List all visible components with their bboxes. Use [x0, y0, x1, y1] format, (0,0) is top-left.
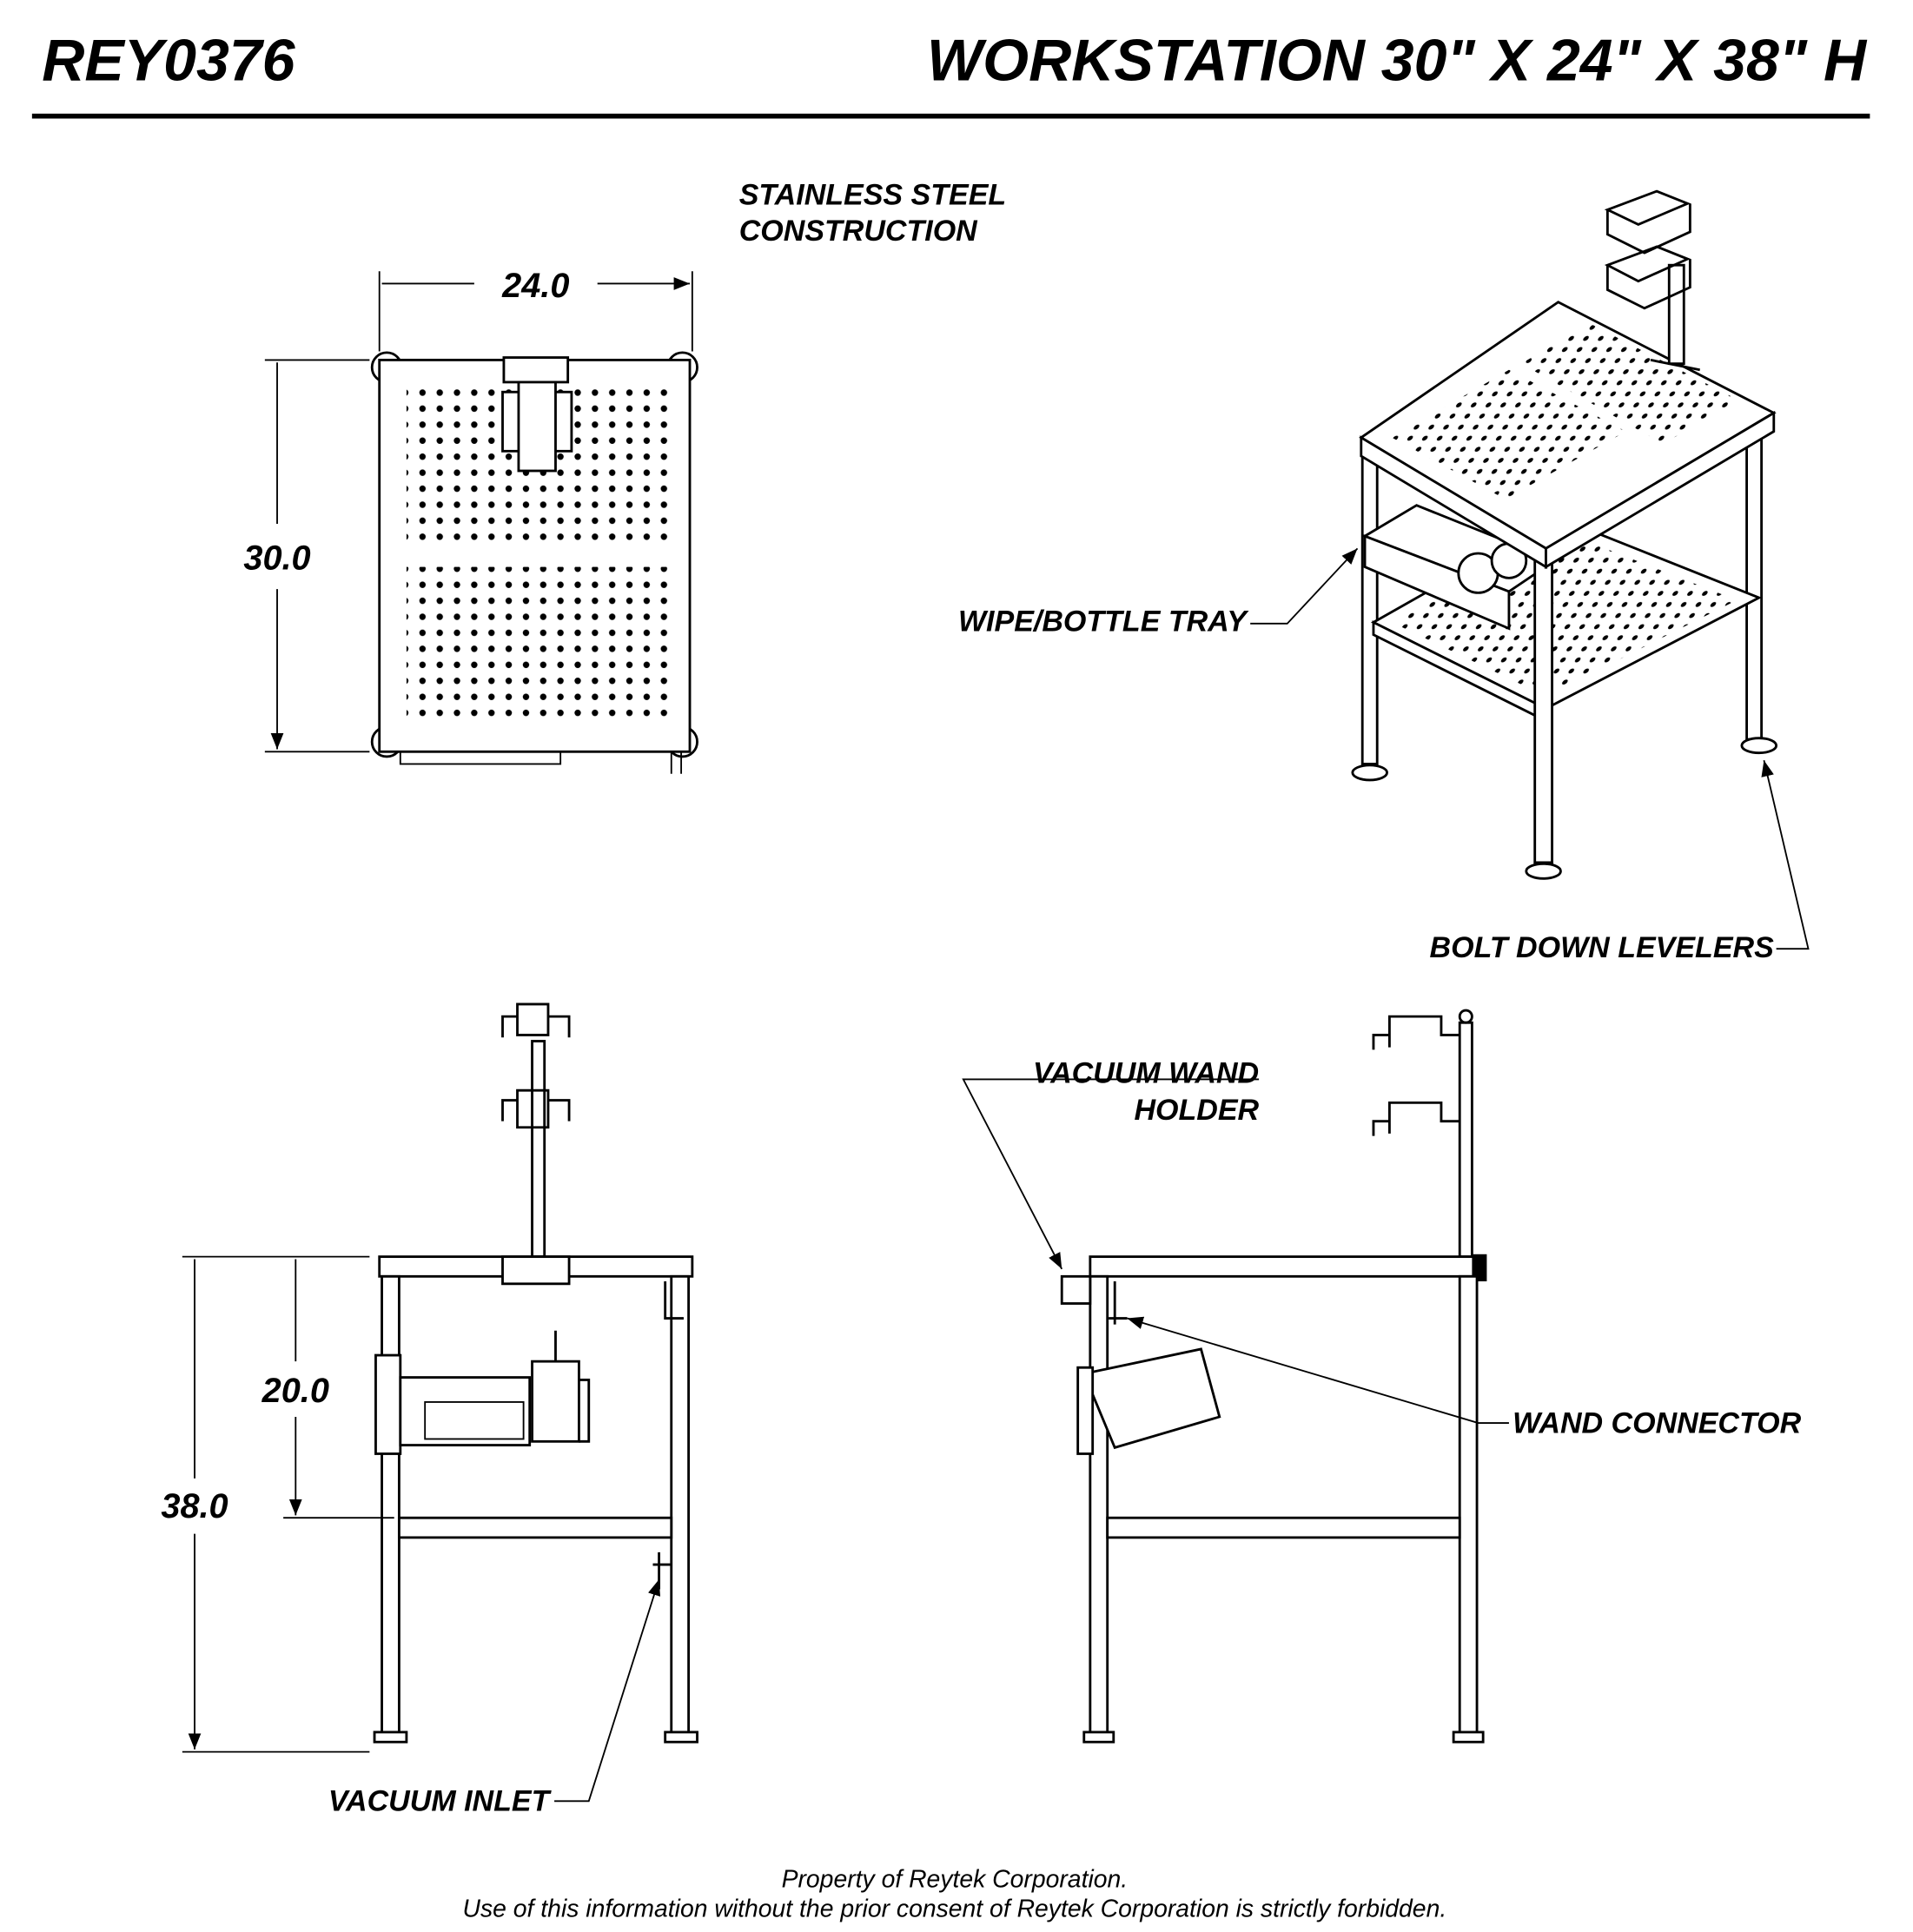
- callout-vacuum-wand-holder-line2: HOLDER: [1134, 1094, 1259, 1127]
- shelf-height-dimension: 20.0: [261, 1372, 329, 1410]
- footer-property-line: Property of Reytek Corporation.: [782, 1866, 1129, 1894]
- callout-vacuum-inlet: VACUUM INLET: [328, 1785, 553, 1818]
- depth-dimension: 30.0: [243, 539, 310, 577]
- callout-wand-connector: WAND CONNECTOR: [1513, 1406, 1801, 1439]
- overall-height-dimension: 38.0: [161, 1487, 228, 1525]
- callout-vacuum-wand-holder-line1: VACUUM WAND: [1033, 1057, 1259, 1090]
- side-view: VACUUM WAND HOLDER WAND CONNECTOR: [962, 1009, 1802, 1743]
- callout-bolt-down-levelers: BOLT DOWN LEVELERS: [1430, 931, 1775, 964]
- footer-consent-line: Use of this information without the prio…: [463, 1896, 1447, 1923]
- width-dimension: 24.0: [501, 267, 569, 305]
- callout-wipe-bottle-tray: WIPE/BOTTLE TRAY: [958, 605, 1249, 638]
- part-number: REY0376: [42, 28, 295, 94]
- title-rule: [31, 113, 1870, 119]
- material-note-line1: STAINLESS STEEL: [739, 179, 1006, 212]
- top-view: 24.0 30.0: [243, 267, 697, 774]
- sheet-title: WORKSTATION 30" X 24" X 38" H: [927, 28, 1868, 94]
- front-view: 20.0 38.0 VACUUM INLET: [161, 1002, 698, 1818]
- isometric-view: WIPE/BOTTLE TRAY BOLT DOWN LEVELERS: [958, 189, 1810, 964]
- material-note-line2: CONSTRUCTION: [739, 215, 978, 248]
